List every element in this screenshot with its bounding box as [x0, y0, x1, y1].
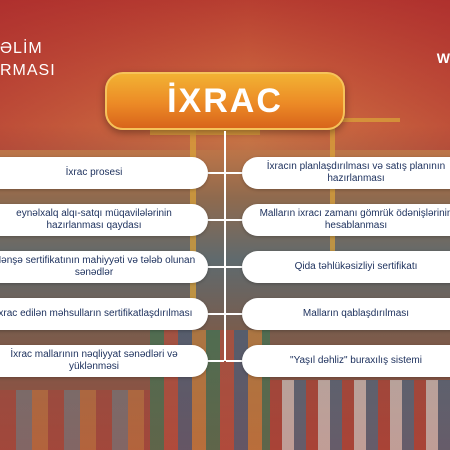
brand-text-left: ƏLİM RMASI — [0, 40, 56, 79]
connector-tick — [226, 360, 242, 362]
topic-card-left-5: İxrac mallarının nəqliyyat sənədləri və … — [0, 345, 208, 377]
topic-card-right-4: Malların qablaşdırılması — [242, 298, 450, 330]
connector-tick — [208, 219, 224, 221]
connector-tick — [226, 313, 242, 315]
container-stack — [270, 380, 450, 450]
brand-text-right: W — [436, 50, 450, 66]
topic-card-right-5: "Yaşıl dəhliz" buraxılış sistemi — [242, 345, 450, 377]
topic-card-right-2: Malların ixracı zamanı gömrük ödənişləri… — [242, 204, 450, 236]
topic-card-left-4: İxrac edilən məhsulların sertifikatlaşdı… — [0, 298, 208, 330]
connector-line — [224, 131, 226, 361]
topic-card-right-3: Qida təhlükəsizliyi sertifikatı — [242, 251, 450, 283]
connector-tick — [208, 266, 224, 268]
topic-card-left-2: eynəlxalq alqı-satqı müqavilələrinin haz… — [0, 204, 208, 236]
connector-tick — [208, 172, 224, 174]
connector-tick — [208, 313, 224, 315]
topic-card-left-1: İxrac prosesi — [0, 157, 208, 189]
connector-tick — [208, 360, 224, 362]
connector-tick — [226, 266, 242, 268]
connector-tick — [226, 172, 242, 174]
topic-card-right-1: İxracın planlaşdırılması və satış planın… — [242, 157, 450, 189]
page-title: İXRAC — [105, 72, 345, 130]
topic-card-left-3: Mənşə sertifikatının mahiyyəti və tələb … — [0, 251, 208, 283]
crane-silhouette — [330, 110, 335, 270]
connector-tick — [226, 219, 242, 221]
container-stack — [0, 390, 150, 450]
crane-silhouette — [150, 130, 260, 135]
